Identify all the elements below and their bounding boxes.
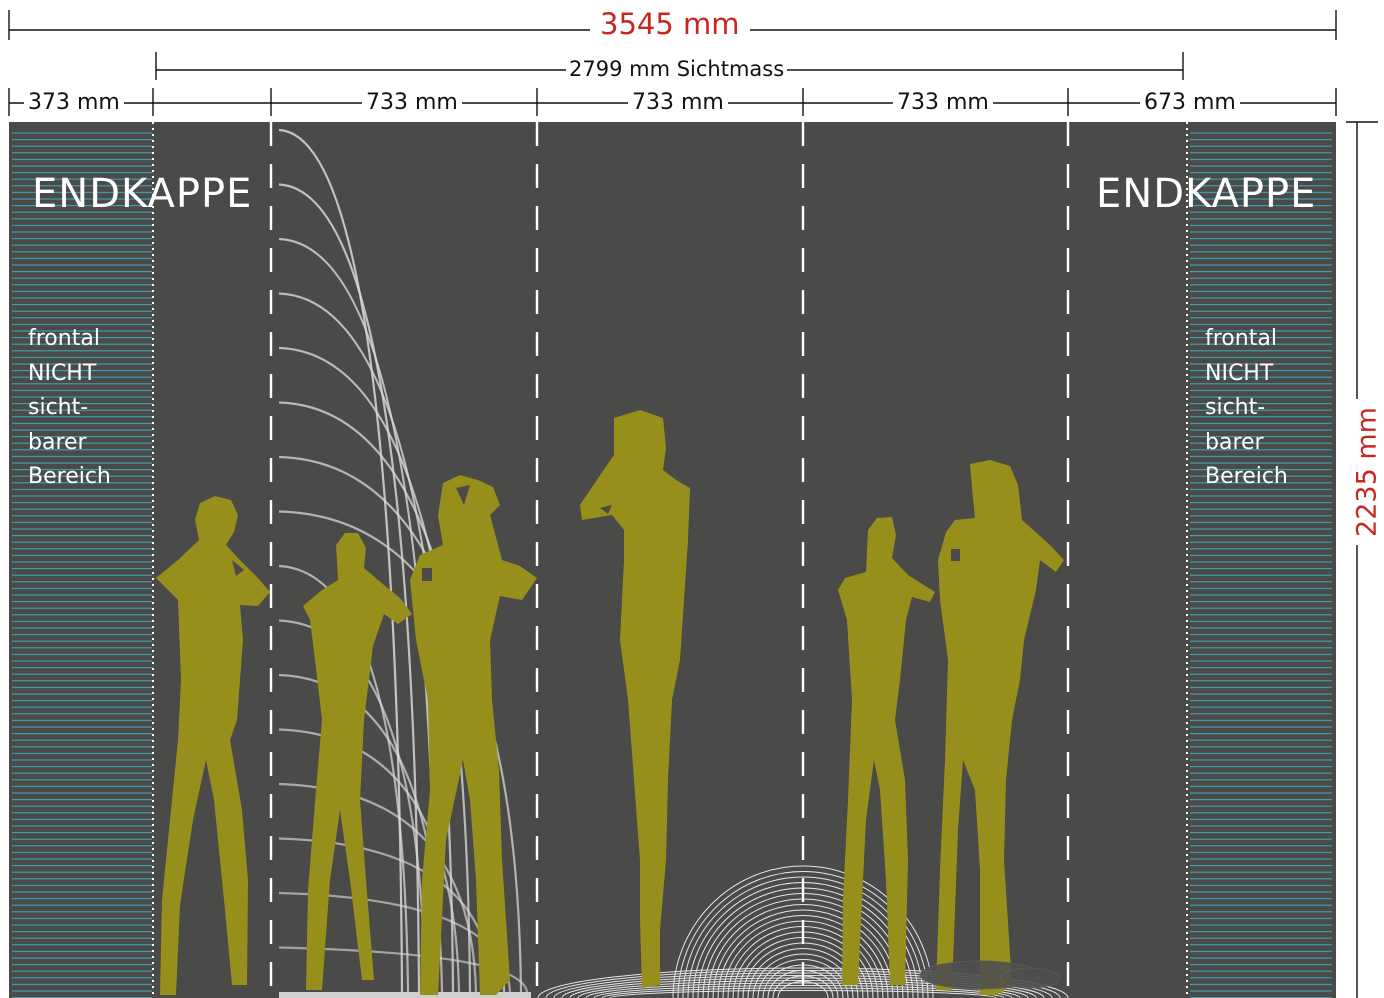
- segment-dividers: [152, 122, 1188, 998]
- figure-silhouettes: [156, 410, 1064, 995]
- end-cap-left-title: ENDKAPPE: [32, 171, 253, 217]
- end-cap-right-note: frontal NICHT sicht- barer Bereich: [1205, 322, 1288, 495]
- note-line: NICHT: [28, 360, 97, 386]
- swoosh-arc: [278, 128, 404, 993]
- end-cap-left-note: frontal NICHT sicht- barer Bereich: [28, 322, 111, 495]
- note-line: sicht-: [28, 395, 89, 420]
- dome-arc: [712, 909, 894, 998]
- swoosh-arc: [278, 564, 410, 993]
- segment-label-4: 733 mm: [893, 92, 993, 114]
- note-line: NICHT: [1205, 360, 1274, 386]
- note-line: barer: [1205, 429, 1264, 455]
- segment-label-1: 373 mm: [24, 92, 124, 114]
- dome-arc: [682, 876, 924, 998]
- figure-5: [838, 517, 935, 985]
- segment-label-5: 673 mm: [1140, 92, 1240, 114]
- figure-shadows: [919, 960, 1061, 990]
- end-cap-right-stripes: [1190, 130, 1332, 998]
- figure-3: [410, 475, 537, 995]
- swoosh-arc: [278, 946, 529, 993]
- visible-width-label: 2799 mm Sichtmass: [566, 59, 788, 80]
- swoosh-arc: [278, 346, 472, 993]
- floor-strip: [279, 992, 531, 998]
- figure-1: [156, 496, 270, 995]
- figure-6: [936, 460, 1064, 995]
- segment-label-2: 733 mm: [362, 92, 462, 114]
- note-line: frontal: [1205, 326, 1277, 351]
- note-line: barer: [28, 429, 87, 455]
- dome-arc: [707, 904, 899, 998]
- note-line: Bereich: [1205, 464, 1288, 489]
- note-line: sicht-: [1205, 395, 1266, 420]
- height-label: 2235 mm: [1352, 399, 1383, 545]
- figure-details: [232, 485, 960, 945]
- end-cap-left-stripes: [12, 130, 152, 998]
- total-width-label: 3545 mm: [590, 10, 750, 39]
- dome-arc: [717, 915, 889, 998]
- figure-4: [580, 410, 690, 988]
- wave-arc: [609, 990, 997, 998]
- note-line: Bereich: [28, 464, 111, 489]
- figure-2: [303, 533, 412, 990]
- dome-arc: [677, 871, 929, 998]
- dome-arc: [672, 865, 934, 998]
- end-cap-right-title: ENDKAPPE: [1096, 171, 1317, 217]
- note-line: frontal: [28, 326, 100, 351]
- segment-label-3: 733 mm: [628, 92, 728, 114]
